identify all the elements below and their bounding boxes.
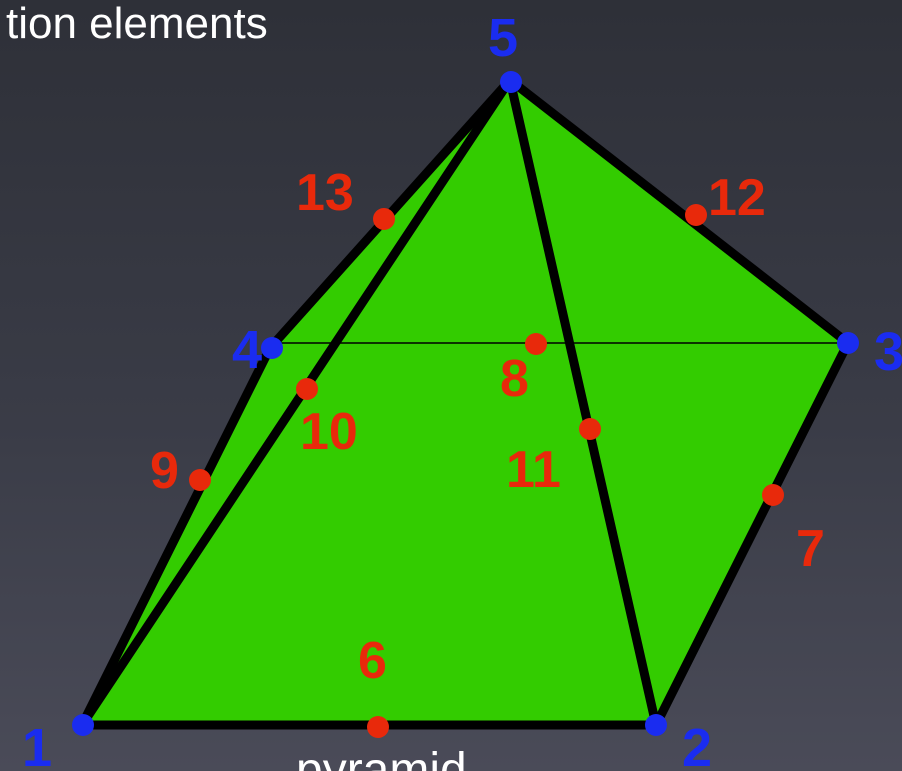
edge-nodes: [189, 204, 784, 738]
label-7: 7: [796, 520, 825, 578]
edge-2-3: [651, 338, 853, 730]
node-8: [525, 333, 547, 355]
label-13: 13: [296, 164, 354, 222]
node-4: [261, 337, 283, 359]
node-5: [500, 71, 522, 93]
node-1: [72, 714, 94, 736]
label-12: 12: [708, 169, 766, 227]
label-9: 9: [150, 442, 179, 500]
label-2: 2: [682, 718, 712, 771]
edge-5-3: [505, 75, 853, 348]
label-1: 1: [22, 718, 52, 771]
label-8: 8: [500, 350, 529, 408]
node-7: [762, 484, 784, 506]
edge-1-4: [77, 343, 275, 730]
label-3: 3: [874, 322, 902, 382]
label-6: 6: [358, 632, 387, 690]
node-3: [837, 332, 859, 354]
pyramid-face-fill: [82, 80, 848, 725]
node-6: [367, 716, 389, 738]
node-11: [579, 418, 601, 440]
label-11: 11: [506, 441, 561, 499]
edge-2-5: [505, 75, 661, 730]
edge-1-5: [77, 75, 515, 730]
pyramid-edges: [77, 75, 853, 730]
top-caption: tion elements: [6, 0, 268, 48]
node-9: [189, 469, 211, 491]
label-4: 4: [232, 320, 262, 380]
node-13: [373, 208, 395, 230]
label-10: 10: [300, 403, 358, 461]
node-2: [645, 714, 667, 736]
label-5: 5: [488, 8, 518, 68]
vertex-nodes: [72, 71, 859, 736]
node-10: [296, 378, 318, 400]
bottom-caption: pyramid: [296, 744, 467, 771]
node-12: [685, 204, 707, 226]
